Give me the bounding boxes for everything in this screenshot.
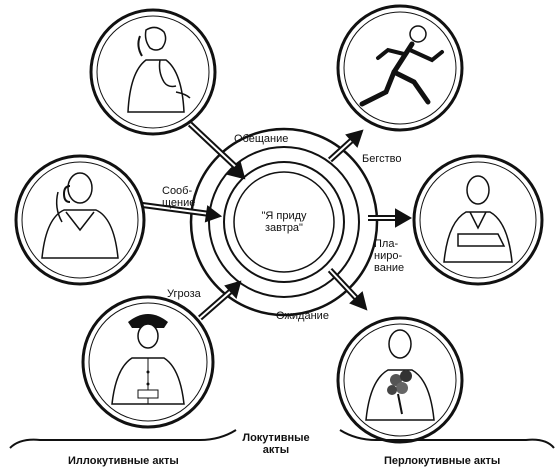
expectation-label: Ожидание (276, 310, 329, 322)
planning-label: Пла- ниро- вание (374, 238, 404, 274)
flight-label: Бегство (362, 153, 401, 165)
man-with-flowers-icon (338, 318, 462, 442)
woman-promising-icon (91, 10, 215, 134)
man-on-phone-icon (16, 156, 144, 284)
planning-arrow (368, 210, 410, 226)
message-label: Сооб- щение (162, 185, 195, 209)
promise-label: Обещание (234, 133, 288, 145)
center-quote: "Я приду завтра" (251, 210, 317, 234)
officer-threatening-icon (83, 297, 213, 427)
locutive-acts-caption: Локутивные акты (230, 432, 322, 456)
running-man-icon (338, 6, 462, 130)
illocutive-bracket (10, 430, 236, 448)
perlocutive-acts-caption: Перлокутивные акты (384, 455, 500, 467)
illocutive-acts-caption: Иллокутивные акты (68, 455, 179, 467)
threat-label: Угроза (167, 288, 201, 300)
man-reading-plan-icon (414, 156, 542, 284)
